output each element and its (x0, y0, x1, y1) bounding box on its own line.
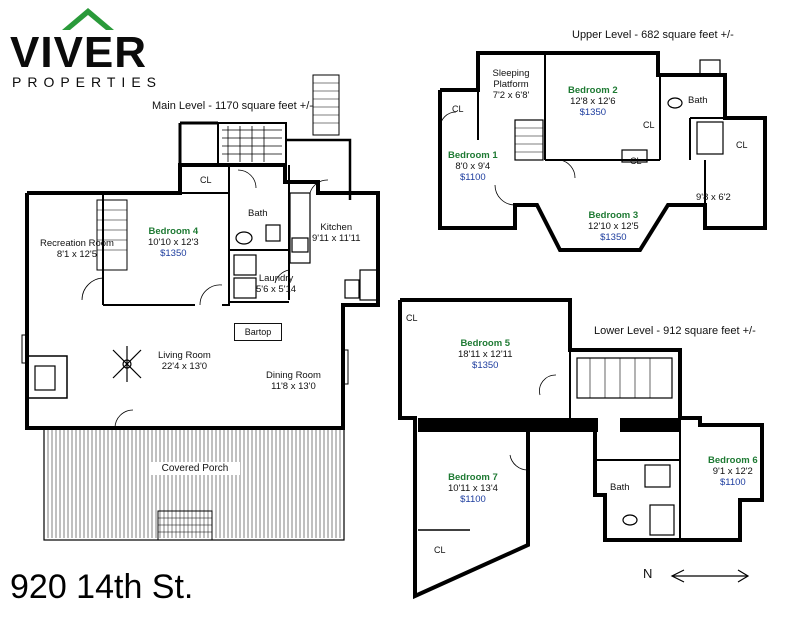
main-level-walls (21, 74, 380, 430)
closet-label: CL (200, 175, 212, 185)
upper-bath-label: Bath (688, 95, 708, 106)
north-label: N (643, 566, 653, 581)
bedroom-1-label: Bedroom 1 8'0 x 9'4 $1100 (448, 150, 498, 183)
closet-label: CL (736, 140, 748, 150)
lower-level-walls (398, 298, 764, 600)
closet-label: CL (643, 120, 655, 130)
bedroom-5-label: Bedroom 5 18'11 x 12'11 $1350 (458, 338, 513, 371)
house-roof-logo (62, 8, 114, 30)
upper-level-walls (438, 51, 767, 252)
main-level-title: Main Level - 1170 square feet +/- (152, 100, 313, 112)
bedroom-3-label: Bedroom 3 12'10 x 12'5 $1350 (588, 210, 639, 243)
brand-name: VIVER (10, 28, 148, 77)
brand-subtitle: PROPERTIES (12, 74, 162, 90)
lower-level-title: Lower Level - 912 square feet +/- (594, 325, 756, 337)
closet-label: CL (452, 104, 464, 114)
covered-porch-label: Covered Porch (150, 462, 240, 475)
sleeping-platform-label: Sleeping Platform 7'2 x 6'8' (492, 68, 530, 101)
north-arrow-icon (670, 569, 750, 583)
upper-level-title: Upper Level - 682 square feet +/- (572, 29, 734, 41)
closet-label: CL (406, 313, 418, 323)
kitchen-label: Kitchen 9'11 x 11'11 (312, 222, 361, 244)
living-room-label: Living Room 22'4 x 13'0 (158, 350, 211, 372)
closet-label: CL (434, 545, 446, 555)
bartop-label: Bartop (234, 323, 282, 341)
bedroom-4-label: Bedroom 4 10'10 x 12'3 $1350 (148, 226, 199, 259)
laundry-label: Laundry 5'6 x 5'14 (256, 273, 297, 295)
closet-label: CL (630, 156, 642, 166)
bedroom-2-label: Bedroom 2 12'8 x 12'6 $1350 (568, 85, 618, 118)
dining-room-label: Dining Room 11'8 x 13'0 (266, 370, 321, 392)
property-address: 920 14th St. (10, 568, 194, 606)
bedroom-6-label: Bedroom 6 9'1 x 12'2 $1100 (708, 455, 758, 488)
upper-closet-dimension: 9'8 x 6'2 (696, 192, 731, 203)
main-bath-label: Bath (248, 208, 268, 219)
recreation-room-label: Recreation Room 8'1 x 12'5 (40, 238, 114, 260)
lower-bath-label: Bath (610, 482, 630, 493)
covered-porch-deck (43, 427, 345, 541)
bedroom-7-label: Bedroom 7 10'11 x 13'4 $1100 (448, 472, 498, 505)
